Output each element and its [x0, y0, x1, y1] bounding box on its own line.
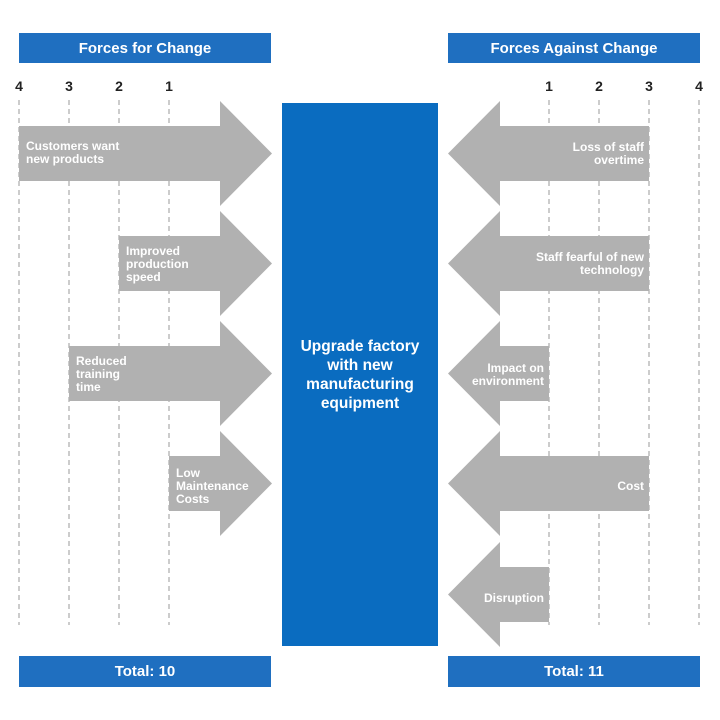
force-for-label-3: Reduced training time [76, 354, 127, 394]
force-against-label-2: Staff fearful of new technology [535, 250, 644, 277]
scale-for-4: 4 [15, 78, 23, 94]
force-against-label-1: Loss of staff overtime [572, 140, 644, 167]
header-forces-against: Forces Against Change [448, 33, 700, 63]
center-goal-text: Upgrade factory with new manufacturing e… [300, 337, 420, 412]
force-against-arrow [448, 431, 649, 536]
scale-for-3: 3 [65, 78, 73, 94]
scale-against-1: 1 [545, 78, 553, 94]
force-against-label-4: Cost [617, 479, 644, 493]
scale-against-2: 2 [595, 78, 603, 94]
force-for-arrow [69, 321, 272, 426]
force-against-arrow [448, 211, 649, 316]
force-for-label-2: Improved production speed [126, 244, 189, 284]
scale-against-3: 3 [645, 78, 653, 94]
scale-against-4: 4 [695, 78, 703, 94]
total-against: Total: 11 [448, 656, 700, 687]
force-against-label-3: Impact on environment [471, 361, 544, 388]
arrows [19, 101, 649, 647]
force-for-arrow [169, 431, 272, 536]
force-against-label-5: Disruption [484, 591, 544, 605]
total-for: Total: 10 [19, 656, 271, 687]
force-against-arrow [448, 101, 649, 206]
center-goal-box: Upgrade factory with new manufacturing e… [282, 103, 438, 646]
scale-for-2: 2 [115, 78, 123, 94]
force-against-arrow [448, 321, 549, 426]
scale-for-1: 1 [165, 78, 173, 94]
header-forces-for: Forces for Change [19, 33, 271, 63]
force-against-arrow [448, 542, 549, 647]
force-for-label-4: Low Maintenance Costs [176, 466, 249, 506]
force-for-arrow [119, 211, 272, 316]
force-for-label-1: Customers want new products [26, 139, 120, 166]
force-for-arrow [19, 101, 272, 206]
